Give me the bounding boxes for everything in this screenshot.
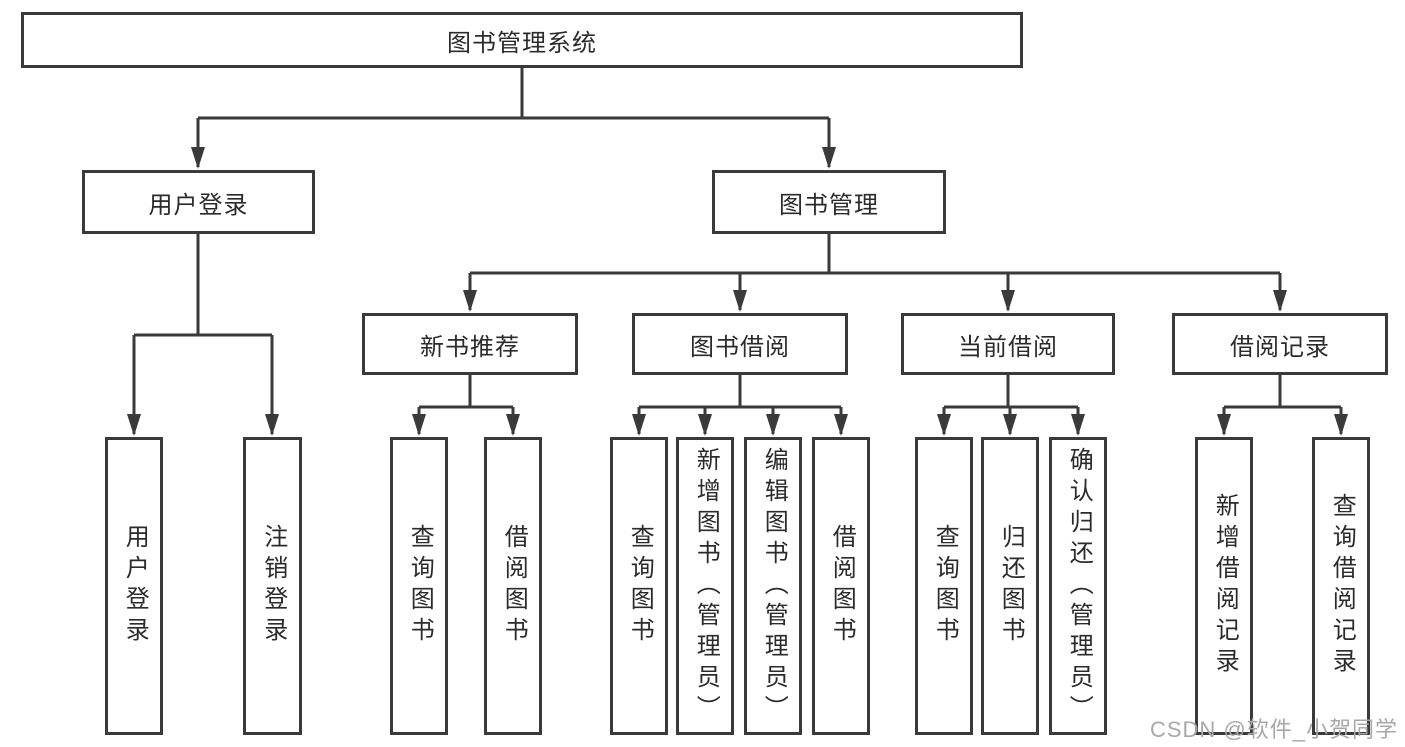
node-borrowing-records: 借阅记录: [1172, 313, 1388, 375]
leaf-logout: 注销登录: [243, 437, 302, 735]
leaf-return-books: 归还图书: [981, 437, 1039, 735]
node-user-login: 用户登录: [82, 170, 315, 234]
connector-book-management-to-level3: [463, 273, 1287, 312]
leaf-query-books-recommend: 查询图书: [390, 437, 448, 735]
connector-root-to-level2: [191, 118, 836, 169]
leaf-add-borrowing-record: 新增借阅记录: [1195, 437, 1253, 735]
leaf-query-books-current: 查询图书: [915, 437, 973, 735]
leaf-confirm-return-admin: 确认归还（管理员）: [1049, 437, 1107, 735]
leaf-query-borrowing-record: 查询借阅记录: [1312, 437, 1370, 735]
leaf-label: 借阅图书: [828, 524, 856, 648]
leaf-label: 新增图书（管理员）: [692, 446, 720, 726]
node-new-book-recommendation: 新书推荐: [362, 313, 578, 375]
leaf-label: 查询图书: [626, 524, 654, 648]
leaf-label: 确认归还（管理员）: [1065, 446, 1093, 726]
leaf-label: 查询图书: [931, 524, 959, 648]
watermark: CSDN @软件_小贺同学: [1149, 717, 1398, 742]
node-root-library-management-system: 图书管理系统: [21, 12, 1023, 68]
leaf-label: 查询图书: [406, 524, 434, 648]
leaf-label: 查询借阅记录: [1328, 493, 1356, 679]
node-book-borrowing: 图书借阅: [632, 313, 848, 375]
node-current-borrowing: 当前借阅: [901, 313, 1115, 375]
leaf-label: 新增借阅记录: [1211, 493, 1239, 679]
leaf-edit-books-admin: 编辑图书（管理员）: [744, 437, 802, 735]
leaf-label: 注销登录: [259, 524, 287, 648]
leaf-label: 归还图书: [997, 524, 1025, 648]
leaf-user-login: 用户登录: [105, 437, 163, 735]
leaf-query-books-borrowing: 查询图书: [610, 437, 668, 735]
node-book-management: 图书管理: [712, 170, 946, 234]
leaf-add-books-admin: 新增图书（管理员）: [676, 437, 734, 735]
leaf-label: 编辑图书（管理员）: [760, 446, 788, 726]
leaf-label: 借阅图书: [500, 524, 528, 648]
leaf-borrow-books-recommend: 借阅图书: [484, 437, 542, 735]
leaf-label: 用户登录: [121, 524, 149, 648]
connector-user-login-to-leaves: [127, 335, 279, 436]
connector-level3-to-leaves: [412, 407, 1348, 436]
leaf-borrow-books-borrowing: 借阅图书: [812, 437, 870, 735]
